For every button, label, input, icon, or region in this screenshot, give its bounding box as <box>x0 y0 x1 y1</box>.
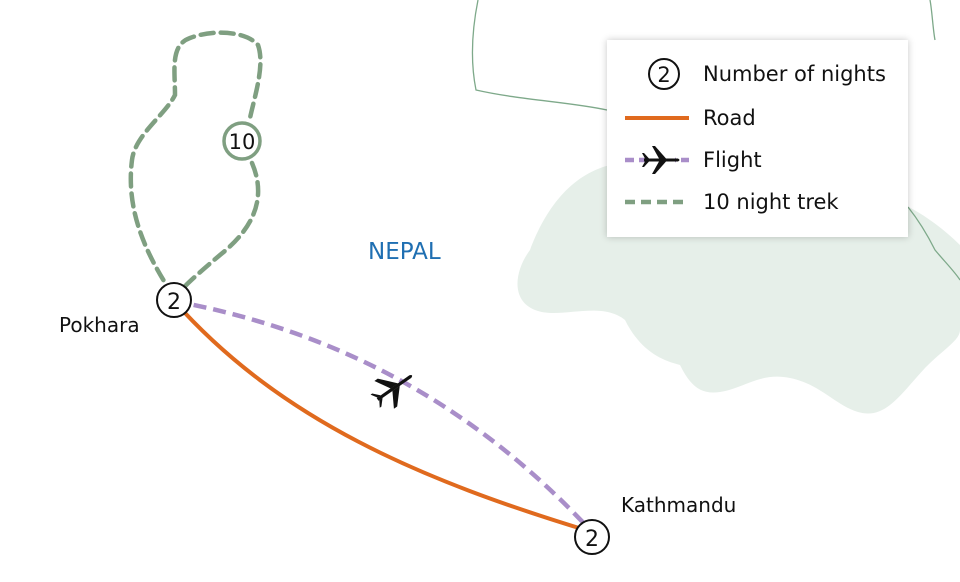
flight-line-icon <box>625 146 689 174</box>
border-line <box>907 206 960 281</box>
kathmandu-marker[interactable]: 2 <box>574 519 610 555</box>
pokhara-label: Pokhara <box>59 313 140 337</box>
trek-line-icon <box>625 199 689 205</box>
trek-nights-value: 10 <box>229 130 256 154</box>
pokhara-nights: 2 <box>167 290 181 315</box>
pokhara-marker[interactable]: 2 <box>156 282 192 318</box>
legend-item-trek: 10 night trek <box>607 184 908 220</box>
country-label: NEPAL <box>368 239 441 265</box>
airplane-icon <box>642 146 680 174</box>
land-region <box>517 165 960 414</box>
numbered-circle-icon: 2 <box>648 58 680 90</box>
kathmandu-nights: 2 <box>585 527 599 552</box>
legend-label-trek: 10 night trek <box>703 190 839 214</box>
legend-label-nights: Number of nights <box>703 62 886 86</box>
airplane-icon <box>370 375 413 409</box>
flight-route <box>173 298 594 534</box>
legend-item-flight: Flight <box>607 142 908 178</box>
legend-marker-value: 2 <box>657 63 670 87</box>
road-route <box>172 299 593 534</box>
border-line <box>929 0 936 41</box>
road-line-icon <box>625 116 689 120</box>
kathmandu-label: Kathmandu <box>621 493 736 517</box>
border-line <box>471 0 608 111</box>
legend-label-flight: Flight <box>703 148 762 172</box>
legend-label-road: Road <box>703 106 756 130</box>
map-legend: 2 Number of nights Road Flight 10 night … <box>607 40 908 237</box>
trek-route <box>128 30 263 300</box>
trek-nights-marker: 10 <box>222 121 262 161</box>
legend-item-nights: 2 Number of nights <box>607 56 908 92</box>
legend-item-road: Road <box>607 100 908 136</box>
